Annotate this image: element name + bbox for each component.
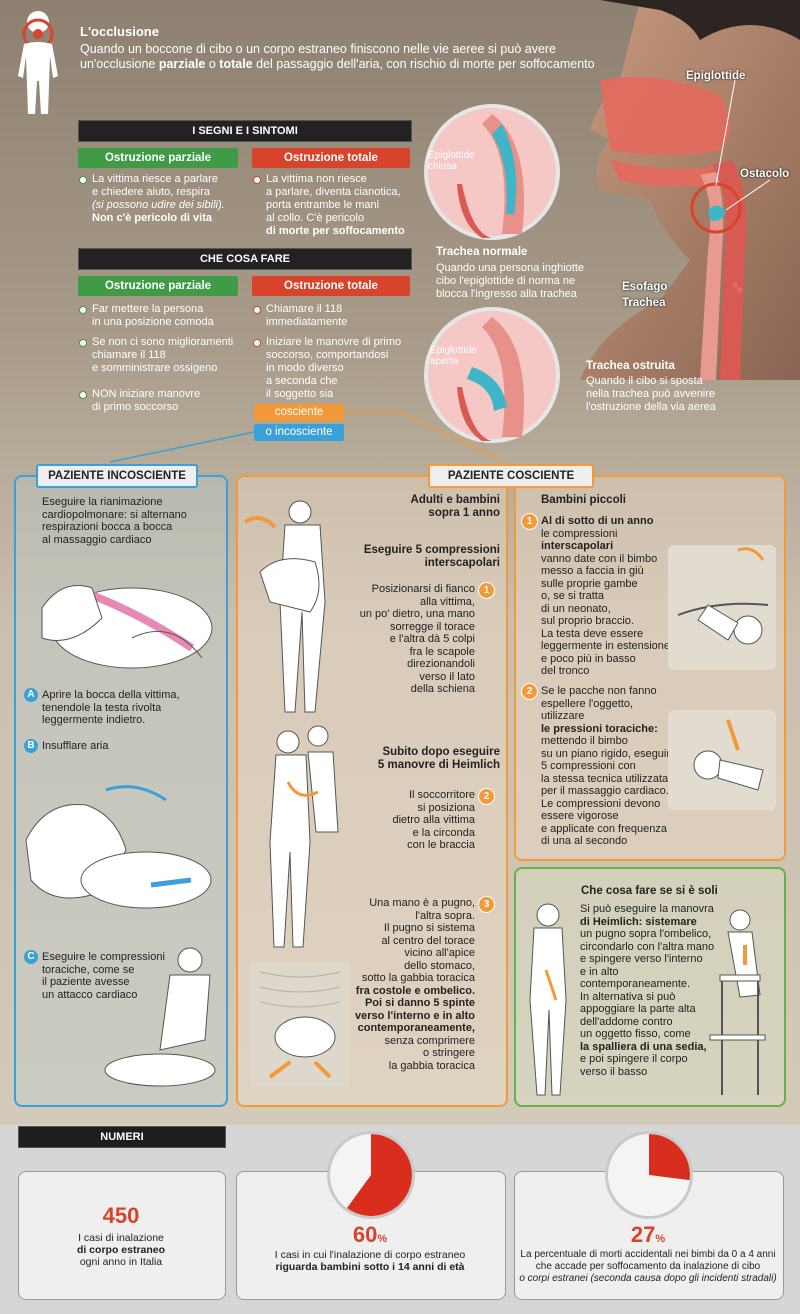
stat-2-value: 60% <box>352 1222 388 1247</box>
tag-paziente-incosciente: PAZIENTE INCOSCIENTE <box>36 464 198 488</box>
signs-header-bar: I SEGNI E I SINTOMI <box>78 120 412 142</box>
label-trachea: Trachea <box>622 297 666 309</box>
numbers-header-bar: NUMERI <box>18 1126 226 1148</box>
adults-step-badge-2: 2 <box>478 788 495 805</box>
bullet-red <box>253 339 261 347</box>
todo-header-bar: CHE COSA FARE <box>78 248 412 270</box>
heimlich-standing-illustration <box>269 725 339 948</box>
intro-text: Quando un boccone di cibo o un corpo est… <box>80 42 595 71</box>
signs-total-label: Ostruzione totale <box>252 148 410 168</box>
label-epiglottide-chiusa: Epiglottide chiusa <box>428 150 475 172</box>
stat-2-text: I casi in cui l'inalazione di corpo estr… <box>274 1249 466 1273</box>
page-title: L'occlusione <box>80 24 159 39</box>
infant-chest-compressions-illustration <box>668 710 776 810</box>
step-badge-a: A <box>24 688 38 702</box>
pie-slice <box>346 1134 412 1216</box>
todo-partial-label: Ostruzione parziale <box>78 276 238 296</box>
pie-slice <box>649 1134 690 1181</box>
adults-step-badge-3: 3 <box>478 896 495 913</box>
cpr-compressions-illustration <box>104 947 216 1087</box>
label-epiglottide-aperta: Epiglottide aperta <box>430 345 477 367</box>
stat-card-1 <box>18 1171 226 1300</box>
adults-step-3-text: Una mano è a pugno,l'altra sopra.Il pugn… <box>355 897 475 1072</box>
kids-title: Bambini piccoli <box>541 494 626 506</box>
step-a-text: Aprire la bocca della vittima,tenendole … <box>42 689 180 726</box>
trachea-normal-diagram <box>424 104 560 240</box>
chair-heimlich-illustration <box>709 909 766 1095</box>
step-b-text: Insufflare aria <box>42 740 109 752</box>
connector-lines <box>109 411 506 463</box>
adults-step-badge-1: 1 <box>478 582 495 599</box>
trachea-blocked-diagram <box>424 307 560 443</box>
bullet-green <box>79 339 87 347</box>
bullet-red <box>253 176 261 184</box>
step-badge-b: B <box>24 739 38 753</box>
tag-cosciente: cosciente <box>254 404 344 421</box>
stat-3-value: 27% <box>630 1222 666 1247</box>
step-badge-c: C <box>24 950 38 964</box>
back-blows-illustration <box>243 500 326 713</box>
label-epiglottide: Epiglottide <box>686 70 746 82</box>
tag-incosciente: o incosciente <box>254 424 344 441</box>
tag-paziente-cosciente: PAZIENTE COSCIENTE <box>428 464 594 488</box>
signs-partial-text: La vittima riesce a parlare e chiedere a… <box>92 173 225 224</box>
bullet-green <box>79 391 87 399</box>
kids-step-badge-1: 1 <box>521 513 538 530</box>
bullet-red <box>253 306 261 314</box>
head-anatomy-illustration <box>580 0 800 380</box>
open-mouth-illustration <box>41 584 213 669</box>
trachea-normal-title: Trachea normale <box>436 246 528 258</box>
bullet-green <box>79 176 87 184</box>
signs-total-text: La vittima non riesce a parlare, diventa… <box>266 173 405 237</box>
body-silhouette-icon <box>18 11 58 114</box>
stat-3-text: La percentuale di morti accidentali nei … <box>519 1249 777 1284</box>
kids-step-badge-2: 2 <box>521 683 538 700</box>
stat-3-pie-chart <box>605 1131 693 1219</box>
signs-partial-label: Ostruzione parziale <box>78 148 238 168</box>
stat-1-value: 450 <box>102 1203 140 1228</box>
label-esofago: Esofago <box>622 281 668 293</box>
bullet-green <box>79 306 87 314</box>
mouth-to-mouth-illustration <box>25 785 212 909</box>
todo-total-label: Ostruzione totale <box>252 276 410 296</box>
self-heimlich-illustration <box>529 903 567 1096</box>
infant-back-blows-illustration <box>668 545 776 670</box>
label-ostacolo: Ostacolo <box>740 168 790 180</box>
fist-position-illustration <box>250 962 350 1087</box>
trachea-blocked-title: Trachea ostruita <box>586 360 675 372</box>
alone-title: Che cosa fare se si è soli <box>581 885 718 897</box>
stat-2-pie-chart <box>327 1131 415 1219</box>
